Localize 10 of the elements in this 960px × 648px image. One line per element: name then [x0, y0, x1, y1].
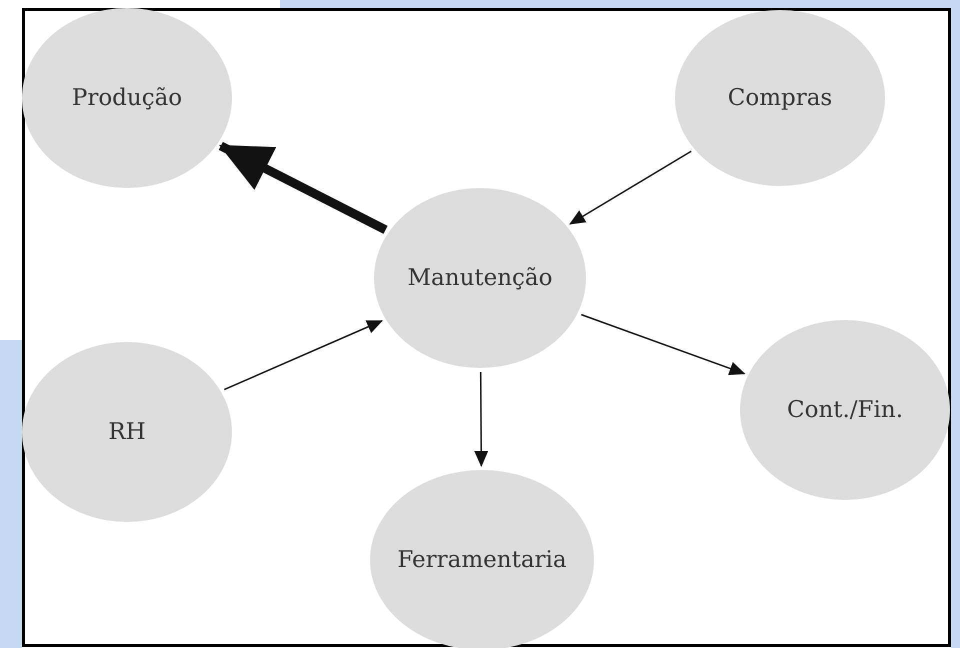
node-label: Ferramentaria	[397, 547, 567, 573]
node-label: RH	[108, 419, 146, 445]
arrow	[224, 320, 383, 390]
node-label: Manutenção	[408, 265, 552, 291]
arrow	[569, 150, 692, 225]
node-label: Cont./Fin.	[787, 397, 903, 423]
node-label: Produção	[72, 85, 182, 111]
arrow	[581, 314, 746, 376]
node-label: Compras	[728, 85, 832, 111]
arrow	[474, 372, 488, 467]
